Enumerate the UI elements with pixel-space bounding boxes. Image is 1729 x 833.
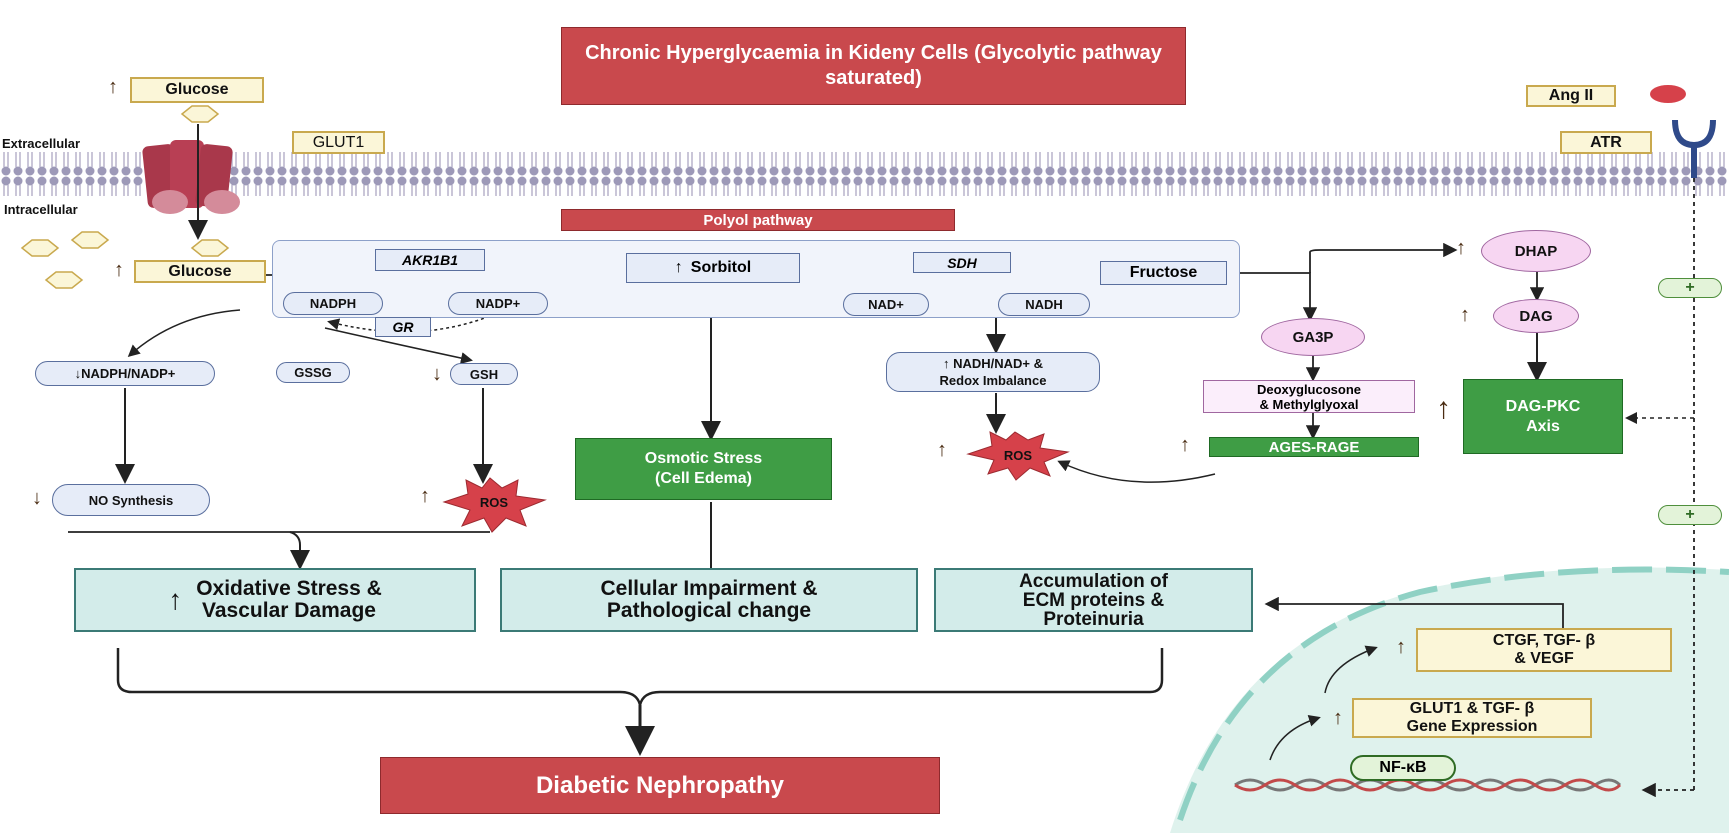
oxidative-stress-box: ↑ Oxidative Stress & Vascular Damage xyxy=(74,568,476,632)
nadph-ratio-box: ↓ NADPH/NADP+ xyxy=(35,361,215,386)
sorbitol-label: Sorbitol xyxy=(690,259,752,276)
page-title: Chronic Hyperglycaemia in Kideny Cells (… xyxy=(585,42,1162,89)
diabetic-nephropathy-box: Diabetic Nephropathy xyxy=(380,757,940,814)
gsh-label: GSH xyxy=(450,363,518,385)
up-arrow-ros1: ↑ xyxy=(420,485,430,507)
glut1-tgf-line2: Gene Expression xyxy=(1406,718,1538,735)
osmotic-line1: Osmotic Stress xyxy=(644,450,763,467)
up-arrow-sorbitol: ↑ xyxy=(674,259,683,276)
ox-line2: Vascular Damage xyxy=(202,599,376,622)
up-arrow-oxidative: ↑ xyxy=(168,584,183,615)
ecm-line2: ECM proteins & xyxy=(1022,589,1165,611)
ages-rage-label: AGES-RAGE xyxy=(1209,437,1419,457)
ang2-label: Ang II xyxy=(1526,85,1616,107)
ctgf-line1: CTGF, TGF- β xyxy=(1492,632,1596,649)
glut1-transporter xyxy=(142,140,240,214)
ox-line1: Oxidative Stress & xyxy=(196,577,382,600)
atr-receptor xyxy=(1672,119,1716,149)
plus-badge-2: + xyxy=(1658,505,1722,525)
polyol-pathway-banner: Polyol pathway xyxy=(561,209,955,231)
ros-star-2 xyxy=(966,431,1070,481)
nad-plus-label: NAD+ xyxy=(843,293,929,316)
glucose-hexagons xyxy=(20,105,230,289)
fructose-label: Fructose xyxy=(1100,261,1227,285)
ecm-line3: Proteinuria xyxy=(1043,608,1144,630)
up-arrow-dagpkc: ↑ xyxy=(1436,392,1451,425)
up-arrow-glucose-out: ↑ xyxy=(108,76,118,98)
gr-enzyme: GR xyxy=(375,317,431,337)
up-arrow-glut1-tgf: ↑ xyxy=(1333,707,1343,729)
dagpkc-line1: DAG-PKC xyxy=(1505,397,1581,415)
sorbitol-box: ↑ Sorbitol xyxy=(626,253,800,283)
deoxy-line2: & Methylglyoxal xyxy=(1259,396,1359,412)
cellular-impairment-box: Cellular Impairment & Pathological chang… xyxy=(500,568,918,632)
gssg-label: GSSG xyxy=(276,362,350,383)
ang2-ligand xyxy=(1650,85,1686,103)
up-arrow-ages: ↑ xyxy=(1180,434,1190,456)
ecm-accumulation-box: Accumulation of ECM proteins & Proteinur… xyxy=(934,568,1253,632)
dhap-label: DHAP xyxy=(1481,230,1591,272)
atr-label: ATR xyxy=(1560,131,1652,154)
ros-star-1 xyxy=(442,477,547,533)
deoxy-box: Deoxyglucosone & Methylglyoxal xyxy=(1203,380,1415,413)
down-arrow-nadph-ratio: ↓ xyxy=(74,366,82,381)
glucose-in-label: Glucose xyxy=(134,260,266,283)
up-arrow-dhap: ↑ xyxy=(1456,237,1466,259)
cell-line1: Cellular Impairment & xyxy=(600,577,818,600)
glut1-tgf-box: GLUT1 & TGF- β Gene Expression xyxy=(1352,698,1592,738)
up-arrow-dag: ↑ xyxy=(1460,304,1470,326)
up-arrow-ros2: ↑ xyxy=(937,439,947,461)
osmotic-line2: (Cell Edema) xyxy=(655,470,752,487)
deoxy-line1: Deoxyglucosone xyxy=(1256,381,1362,397)
up-arrow-glucose-in: ↑ xyxy=(114,259,124,281)
glut1-label: GLUT1 xyxy=(292,131,385,154)
ros-2-label: ROS xyxy=(1003,447,1033,463)
ga3p-label: GA3P xyxy=(1261,318,1365,356)
plus-badge-1: + xyxy=(1658,278,1722,298)
dag-pkc-box: DAG-PKC Axis xyxy=(1463,379,1623,454)
nadh-label: NADH xyxy=(998,293,1090,316)
sdh-enzyme: SDH xyxy=(913,252,1011,273)
ctgf-box: CTGF, TGF- β & VEGF xyxy=(1416,628,1672,672)
glut1-tgf-line1: GLUT1 & TGF- β xyxy=(1409,700,1535,717)
nadh-ratio-line2: Redox Imbalance xyxy=(939,373,1047,388)
nadph-label: NADPH xyxy=(283,292,383,315)
down-arrow-gsh: ↓ xyxy=(432,363,442,385)
dag-label: DAG xyxy=(1493,299,1579,333)
down-arrow-no: ↓ xyxy=(32,487,42,509)
extracellular-label: Extracellular xyxy=(2,136,81,151)
akr1b1-enzyme: AKR1B1 xyxy=(375,249,485,271)
no-synthesis-label: NO Synthesis xyxy=(52,484,210,516)
ctgf-line2: & VEGF xyxy=(1514,650,1574,667)
cell-line2: Pathological change xyxy=(606,599,812,622)
glucose-out-label: Glucose xyxy=(130,77,264,103)
dagpkc-line2: Axis xyxy=(1526,417,1560,435)
ecm-line1: Accumulation of xyxy=(1019,570,1168,592)
up-arrow-nadh-ratio: ↑ xyxy=(942,356,950,371)
nadh-ratio-line1: NADH/NAD+ & xyxy=(953,356,1044,371)
ros-1-label: ROS xyxy=(479,494,509,510)
nadph-ratio-label: NADPH/NADP+ xyxy=(81,366,176,381)
up-arrow-ctgf: ↑ xyxy=(1396,636,1406,658)
intracellular-label: Intracellular xyxy=(4,202,78,217)
osmotic-stress-box: Osmotic Stress (Cell Edema) xyxy=(575,438,832,500)
nfkb-label: NF-κB xyxy=(1350,755,1456,781)
nadh-ratio-box: ↑ NADH/NAD+ & Redox Imbalance xyxy=(886,352,1100,392)
cell-membrane xyxy=(0,152,1729,196)
nadp-plus-label: NADP+ xyxy=(448,292,548,315)
title-box: Chronic Hyperglycaemia in Kideny Cells (… xyxy=(561,27,1186,105)
